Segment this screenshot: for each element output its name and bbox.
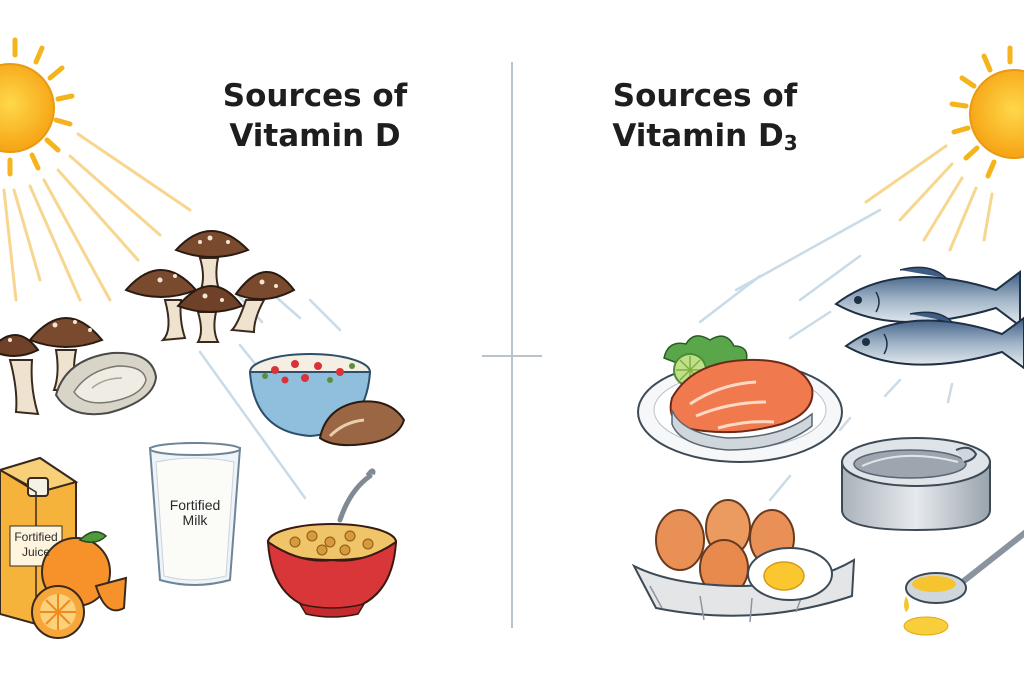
milk-label: Fortified Milk: [160, 498, 230, 528]
juice-label-line2: Juice: [21, 545, 50, 559]
juice-label: Fortified Juice: [12, 530, 60, 560]
shiitake-mushroom-icon: [318, 400, 406, 447]
mushrooms-cluster-left: [0, 317, 104, 416]
right-title-main: Vitamin D: [612, 118, 784, 154]
cod-liver-oil-spoon-icon: [903, 529, 1024, 636]
fish-icon-bottom: [844, 311, 1024, 370]
sun-rays-left: [2, 132, 192, 302]
right-title-line2: Vitamin D3: [590, 116, 820, 163]
egg-carton-icon: [631, 499, 856, 623]
juice-label-line1: Fortified: [14, 530, 58, 544]
right-title-line1: Sources of: [612, 78, 798, 114]
salmon-plate-icon: [637, 335, 843, 463]
center-divider: [482, 62, 542, 628]
left-panel-title: Sources of Vitamin D: [200, 76, 430, 156]
red-cereal-bowl-icon: [266, 468, 398, 618]
left-title-line1: Sources of: [222, 78, 408, 114]
right-title-subscript: 3: [783, 131, 798, 155]
sun-rays-right: [864, 144, 994, 252]
oyster-icon: [54, 351, 158, 416]
sun-icon-left: [0, 37, 75, 177]
right-panel-title: Sources of Vitamin D3: [590, 76, 820, 163]
fish-icon-top: [834, 266, 1021, 328]
mushrooms-cluster-top: [124, 230, 296, 343]
light-beams-right: [698, 208, 954, 502]
left-title-line2: Vitamin D: [229, 118, 401, 154]
orange-fruit-icon: [31, 531, 128, 639]
milk-label-line2: Milk: [182, 512, 208, 528]
sardine-can-icon: [841, 437, 991, 532]
milk-label-line1: Fortified: [169, 497, 221, 513]
milk-glass-icon: [148, 442, 242, 586]
sun-icon-right: [949, 45, 1024, 179]
